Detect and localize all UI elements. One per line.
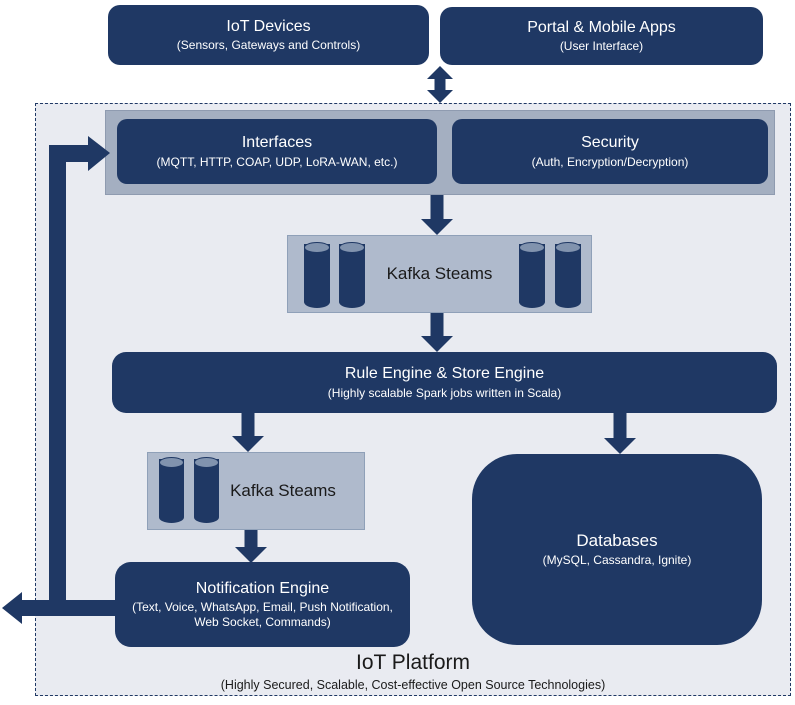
- arrow-kafka-left-to-notification: [235, 530, 267, 563]
- node-security: Security (Auth, Encryption/Decryption): [452, 119, 768, 184]
- rule-engine-title: Rule Engine & Store Engine: [344, 365, 545, 383]
- kafka-cylinder-icon: [159, 457, 184, 523]
- security-subtitle: (Auth, Encryption/Decryption): [531, 154, 689, 169]
- iot-devices-title: IoT Devices: [226, 17, 311, 35]
- portal-title: Portal & Mobile Apps: [527, 18, 676, 36]
- notification-title: Notification Engine: [195, 579, 330, 597]
- kafka-cylinder-icon: [194, 457, 219, 523]
- node-iot-devices: IoT Devices (Sensors, Gateways and Contr…: [108, 5, 429, 65]
- feedback-arrow-bottom-segment: [20, 600, 115, 616]
- feedback-arrow-vertical-segment: [49, 145, 66, 612]
- arrow-interfaces-to-kafka: [421, 195, 453, 235]
- platform-caption: IoT Platform (Highly Secured, Scalable, …: [35, 650, 791, 692]
- platform-subtitle: (Highly Secured, Scalable, Cost-effectiv…: [220, 678, 606, 693]
- databases-title: Databases: [576, 530, 658, 550]
- rule-engine-subtitle: (Highly scalable Spark jobs written in S…: [327, 385, 562, 400]
- databases-subtitle: (MySQL, Cassandra, Ignite): [542, 553, 692, 568]
- kafka-cylinder-icon: [555, 242, 581, 308]
- kafka-top-label: Kafka Steams: [386, 264, 493, 283]
- kafka-cylinder-icon: [339, 242, 365, 308]
- node-portal-mobile-apps: Portal & Mobile Apps (User Interface): [440, 7, 763, 65]
- node-kafka-streams-left: Kafka Steams: [147, 452, 365, 530]
- arrow-up-head-icon: [427, 66, 453, 79]
- interfaces-title: Interfaces: [241, 134, 313, 152]
- notification-subtitle: (Text, Voice, WhatsApp, Email, Push Noti…: [132, 600, 393, 630]
- feedback-arrow-into-interfaces-head-icon: [88, 136, 110, 171]
- arrow-rule-to-databases: [604, 413, 636, 454]
- kafka-left-label: Kafka Steams: [230, 481, 336, 500]
- portal-subtitle: (User Interface): [559, 39, 644, 54]
- node-interfaces: Interfaces (MQTT, HTTP, COAP, UDP, LoRA-…: [117, 119, 437, 184]
- node-rule-engine: Rule Engine & Store Engine (Highly scala…: [112, 352, 777, 413]
- double-arrow-devices-platform: [427, 66, 453, 103]
- arrow-kafka-to-rule-engine: [421, 313, 453, 352]
- kafka-cylinder-icon: [304, 242, 330, 308]
- kafka-cylinder-icon: [519, 242, 545, 308]
- feedback-arrow-top-segment: [49, 145, 93, 162]
- platform-title: IoT Platform: [356, 651, 470, 674]
- security-title: Security: [581, 134, 639, 152]
- feedback-arrow-out-left-head-icon: [2, 592, 22, 624]
- node-kafka-streams-top: Kafka Steams: [287, 235, 592, 313]
- interfaces-subtitle: (MQTT, HTTP, COAP, UDP, LoRA-WAN, etc.): [156, 154, 398, 169]
- iot-devices-subtitle: (Sensors, Gateways and Controls): [176, 38, 361, 53]
- arrow-down-head-icon: [427, 90, 453, 103]
- arrow-rule-to-kafka-left: [232, 413, 264, 452]
- node-notification-engine: Notification Engine (Text, Voice, WhatsA…: [115, 562, 410, 647]
- node-databases: Databases (MySQL, Cassandra, Ignite): [472, 454, 762, 645]
